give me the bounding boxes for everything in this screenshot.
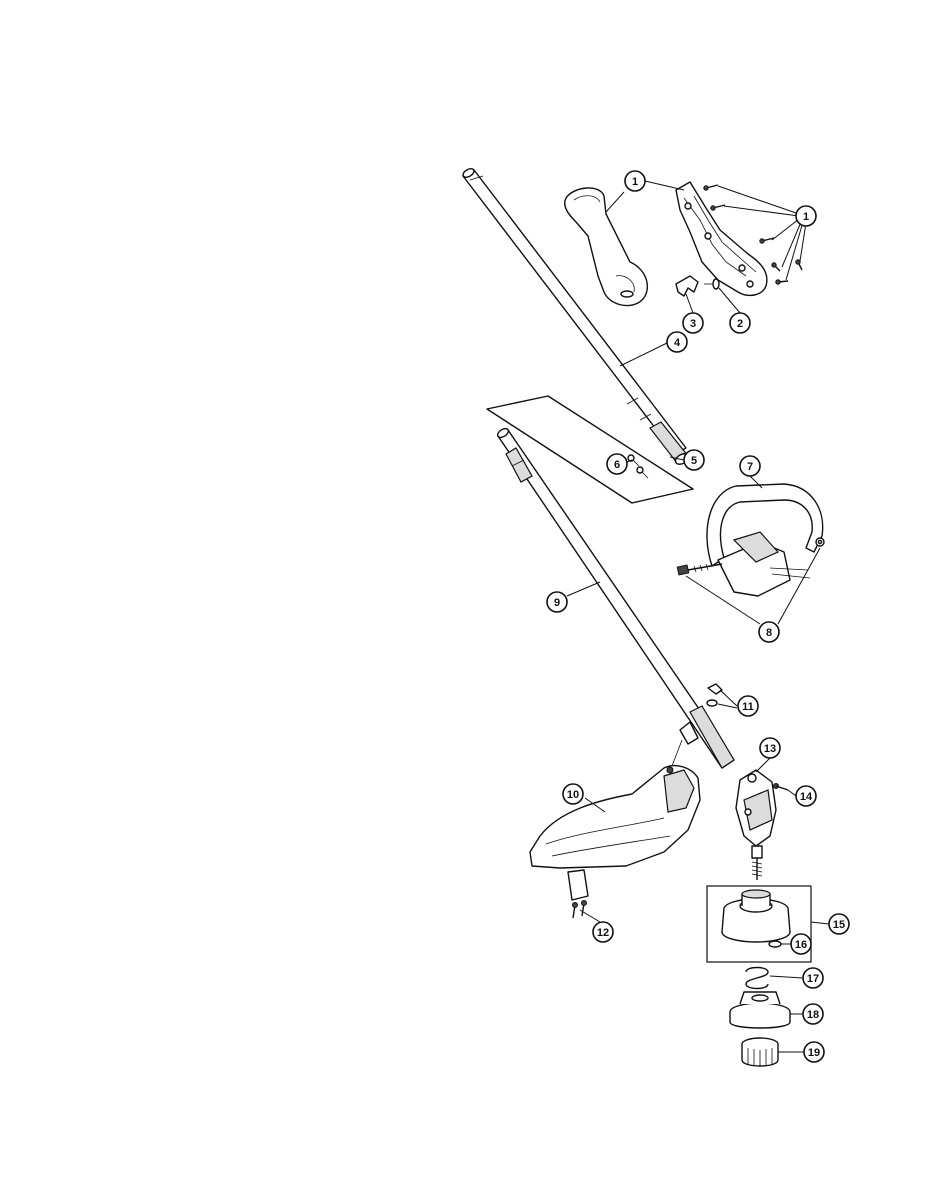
callout-8: 8 xyxy=(758,621,780,643)
callout-label: 12 xyxy=(597,927,609,939)
callout-label: 9 xyxy=(554,597,560,609)
handle-screws xyxy=(703,184,803,285)
bump-knob xyxy=(741,1037,779,1067)
callout-14: 14 xyxy=(795,785,817,807)
callout-18: 18 xyxy=(802,1003,824,1025)
callout-label: 15 xyxy=(833,919,845,931)
callout-label: 8 xyxy=(766,627,772,639)
callout-4: 4 xyxy=(666,331,688,353)
callout-label: 7 xyxy=(747,461,753,473)
callout-label: 13 xyxy=(764,743,776,755)
callout-label: 14 xyxy=(800,791,813,803)
assist-handle-bolt xyxy=(676,563,723,576)
drive-head-screw xyxy=(773,783,789,791)
leader-lines xyxy=(566,180,830,1053)
drive-head xyxy=(735,769,777,880)
callout-10: 10 xyxy=(562,783,584,805)
callout-label: 19 xyxy=(808,1047,820,1059)
callout-17: 17 xyxy=(802,967,824,989)
callout-label: 1 xyxy=(632,176,638,188)
callout-1: 1 xyxy=(795,205,817,227)
coupler-screws xyxy=(627,454,649,479)
callout-16: 16 xyxy=(790,933,812,955)
trimmer-guard xyxy=(529,764,701,869)
callout-label: 2 xyxy=(737,318,743,330)
spool-housing xyxy=(721,889,791,943)
line-cutter-blade xyxy=(567,869,589,901)
spool-housing-box xyxy=(706,885,812,963)
callout-1: 1 xyxy=(624,170,646,192)
callout-6: 6 xyxy=(606,453,628,475)
callout-label: 17 xyxy=(807,973,819,985)
callout-label: 11 xyxy=(742,701,754,713)
callout-2: 2 xyxy=(729,312,751,334)
spool-spring xyxy=(745,966,769,990)
blade-screws xyxy=(572,900,587,919)
callout-label: 10 xyxy=(567,789,579,801)
spool xyxy=(729,991,791,1029)
assist-handle xyxy=(706,483,824,597)
callouts: 1 1 2 3 4 5 6 7 xyxy=(546,170,850,1063)
callout-7: 7 xyxy=(739,455,761,477)
lower-shaft xyxy=(496,427,735,769)
eyelet xyxy=(768,940,782,948)
callout-label: 16 xyxy=(795,939,807,951)
callout-label: 3 xyxy=(690,318,696,330)
callout-3: 3 xyxy=(682,312,704,334)
callout-15: 15 xyxy=(828,913,850,935)
callout-9: 9 xyxy=(546,591,568,613)
callout-label: 5 xyxy=(691,455,697,467)
callout-19: 19 xyxy=(803,1041,825,1063)
callout-13: 13 xyxy=(759,737,781,759)
trigger xyxy=(675,275,699,297)
assist-handle-nut xyxy=(815,537,825,547)
callout-label: 18 xyxy=(807,1009,819,1021)
callout-12: 12 xyxy=(592,921,614,943)
upper-shaft xyxy=(462,168,690,465)
handle-housing xyxy=(675,181,768,297)
callout-label: 6 xyxy=(614,459,620,471)
callout-5: 5 xyxy=(683,449,705,471)
callout-label: 1 xyxy=(803,211,809,223)
guard-bracket xyxy=(671,721,699,767)
callout-label: 4 xyxy=(674,337,681,349)
coupler-detail-panel xyxy=(486,395,694,504)
handle-grip xyxy=(564,187,649,307)
clamp-hardware xyxy=(706,683,723,707)
spring-clip xyxy=(704,278,720,290)
callout-11: 11 xyxy=(737,695,759,717)
